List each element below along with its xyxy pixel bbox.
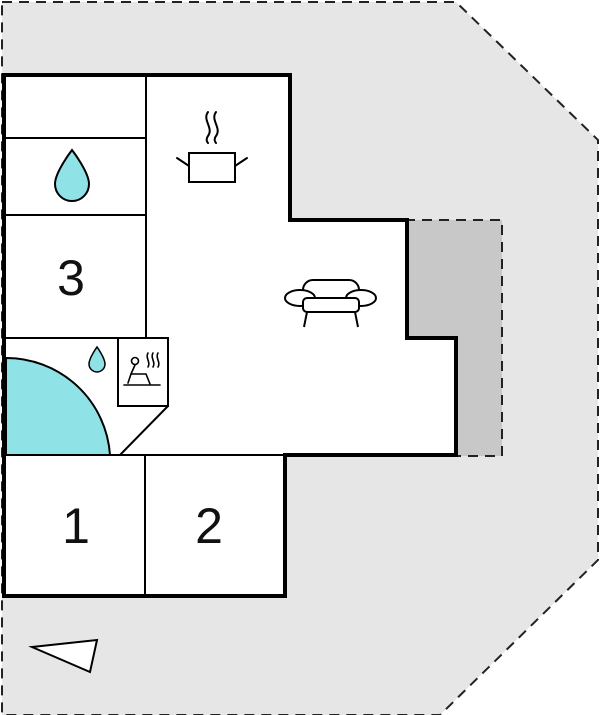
interior-walls [4, 75, 285, 596]
room-number-1: 1 [62, 498, 90, 554]
house-outline [2, 73, 458, 598]
north-arrow-icon [28, 638, 99, 674]
cooking-pot-icon [176, 111, 248, 183]
water-drop-icon [88, 345, 106, 373]
sofa-icon [284, 279, 377, 328]
room-number-3: 3 [57, 250, 85, 306]
sauna-icon [123, 352, 161, 386]
room-number-2: 2 [195, 498, 223, 554]
hot-tub [5, 356, 112, 456]
water-drop-icon [53, 148, 91, 202]
